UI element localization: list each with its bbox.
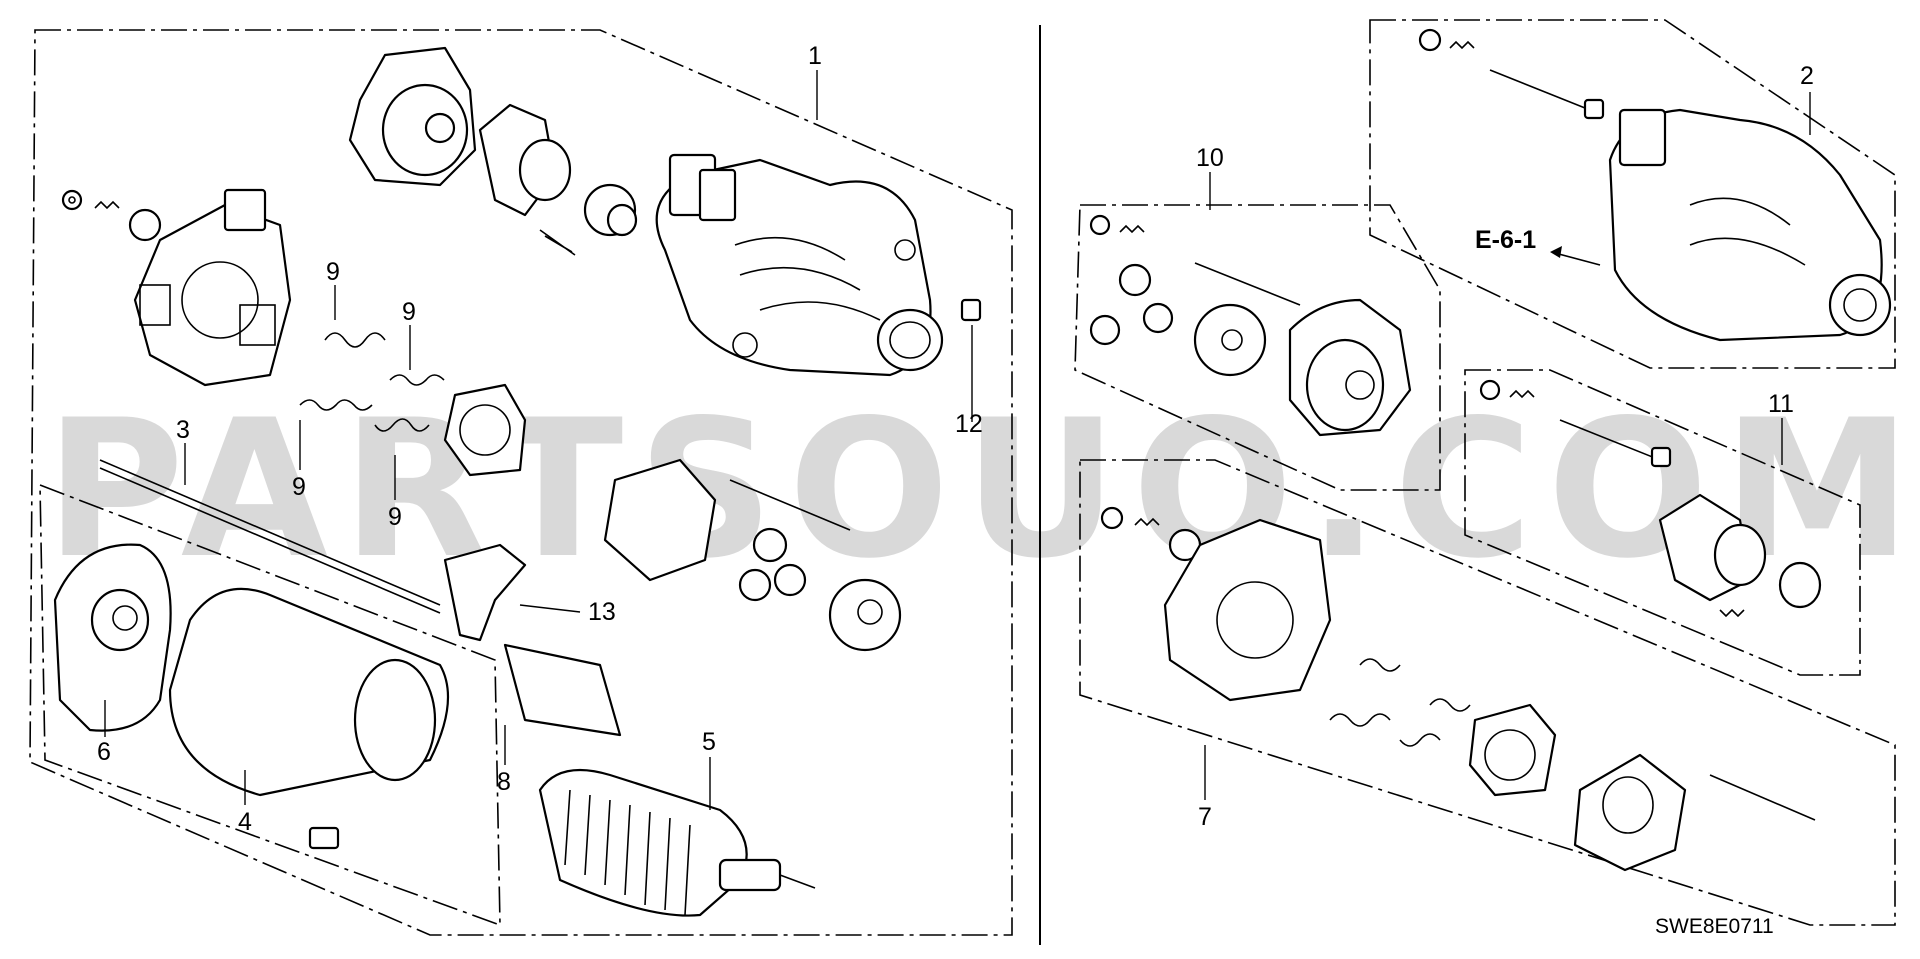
callout-13: 13 — [588, 598, 616, 626]
reference-e-6-1[interactable]: E-6-1 — [1475, 226, 1536, 254]
callout-11: 11 — [1768, 390, 1794, 418]
watermark-text: PARTSOUQ.COM — [45, 379, 1920, 600]
rear-end-cover — [53, 543, 172, 732]
callout-3: 3 — [176, 416, 190, 444]
callout-9c: 9 — [292, 473, 306, 501]
callout-2: 2 — [1800, 62, 1814, 90]
left-panel — [29, 29, 1013, 936]
brush-holder — [133, 188, 292, 387]
callout-leaders-right — [1204, 92, 1811, 800]
kit-11-outline — [1464, 369, 1861, 676]
pinion-gear — [583, 183, 638, 237]
starter-housing — [655, 153, 944, 377]
callout-5: 5 — [702, 728, 716, 756]
starter-assembly-2 — [1608, 108, 1892, 342]
callout-leaders-left — [104, 70, 973, 810]
right-panel — [1074, 19, 1896, 926]
callout-7: 7 — [1198, 803, 1212, 831]
callout-9b: 9 — [402, 298, 416, 326]
yoke — [168, 587, 450, 797]
callout-12: 12 — [955, 410, 983, 438]
nut-12 — [960, 298, 982, 322]
terminal-clip — [308, 826, 340, 850]
callout-6: 6 — [97, 738, 111, 766]
washer-set-left — [61, 189, 162, 242]
assembly-1-outline — [29, 29, 1013, 936]
callout-8: 8 — [497, 768, 511, 796]
callout-9d: 9 — [388, 503, 402, 531]
callout-4: 4 — [238, 808, 252, 836]
terminal-bracket — [443, 543, 527, 642]
insulator-paper — [503, 643, 622, 737]
kit-11-parts — [1479, 379, 1822, 618]
planetary-gears — [603, 458, 902, 652]
armature — [538, 768, 816, 917]
kit-10-outline — [1074, 204, 1441, 491]
brush-springs — [299, 332, 445, 432]
drive-end-cover — [348, 46, 477, 187]
callout-10: 10 — [1196, 144, 1224, 172]
insulator-plate — [443, 383, 527, 477]
callout-1: 1 — [808, 42, 822, 70]
through-bolt — [99, 459, 441, 606]
kit-7-parts — [1100, 506, 1816, 872]
kit-7-outline — [1079, 459, 1896, 926]
assembly-2-outline — [1369, 19, 1896, 369]
callout-9a: 9 — [326, 258, 340, 286]
plunger-2 — [1418, 28, 1605, 120]
shift-lever — [478, 103, 576, 256]
reference-arrowhead — [1550, 246, 1562, 258]
reference-arrow — [1554, 252, 1601, 266]
kit-10-parts — [1089, 214, 1412, 437]
diagram-code: SWE8E0711 — [1655, 915, 1774, 938]
